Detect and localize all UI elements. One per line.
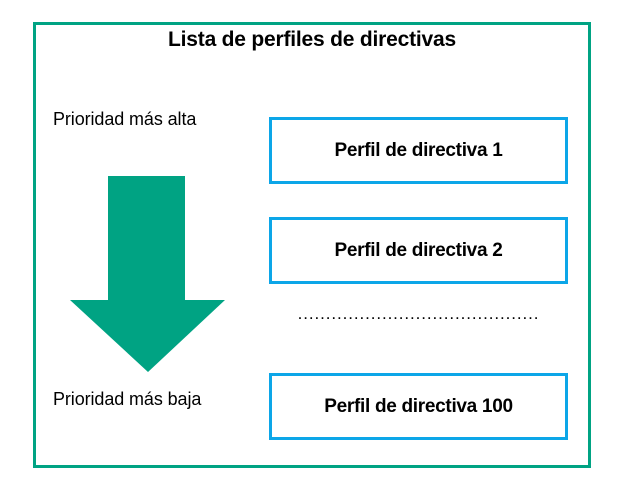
profile-box-1[interactable]: Perfil de directiva 1 [269, 117, 568, 184]
profile-box-label: Perfil de directiva 2 [334, 239, 503, 261]
priority-high-label: Prioridad más alta [53, 109, 197, 129]
profile-box-100[interactable]: Perfil de directiva 100 [269, 373, 568, 440]
profile-box-label: Perfil de directiva 1 [334, 139, 503, 161]
priority-low-label: Prioridad más baja [53, 389, 202, 409]
profile-box-label: Perfil de directiva 100 [324, 395, 513, 417]
down-arrow-icon [70, 176, 225, 372]
profile-box-2[interactable]: Perfil de directiva 2 [269, 217, 568, 284]
ellipsis-separator: ........................................… [297, 305, 540, 322]
page-title: Lista de perfiles de directivas [168, 28, 456, 51]
